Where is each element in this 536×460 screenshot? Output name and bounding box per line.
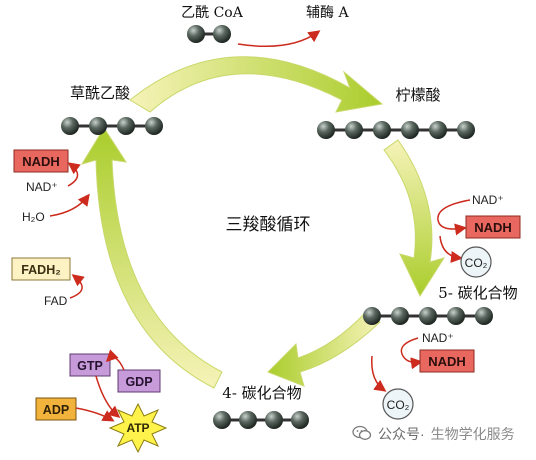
watermark: 公众号· 生物学化服务 xyxy=(352,424,515,444)
nadh-text-1: NADH xyxy=(474,220,512,235)
citrate-bead xyxy=(373,121,391,139)
citrate-bead xyxy=(429,121,447,139)
acetyl-bead xyxy=(213,25,231,43)
nad-plus-label-3: NAD⁺ xyxy=(26,180,58,194)
co2-arrow-2 xyxy=(371,355,387,392)
acetyl-coa-molecule xyxy=(187,25,231,43)
co2-bubble-1 xyxy=(460,246,492,278)
citrate-bead xyxy=(317,121,335,139)
co2-text-1: CO₂ xyxy=(465,256,488,270)
nad-plus-label-2: NAD⁺ xyxy=(422,331,454,345)
fad-label: FAD xyxy=(44,294,68,308)
nadh-box-1 xyxy=(465,215,521,239)
atp-text: ATP xyxy=(126,421,149,435)
coenzyme-a-label: 辅酶 A xyxy=(306,5,349,21)
adp-box xyxy=(35,397,77,421)
nad-plus-label-1: NAD⁺ xyxy=(472,193,504,207)
gtp-text: GTP xyxy=(77,359,103,373)
citrate-bead xyxy=(401,121,419,139)
four-carbon-bead xyxy=(213,411,231,429)
nad-arrow-1 xyxy=(437,199,471,236)
watermark-account: 公众号· xyxy=(378,426,425,442)
h2o-arrow xyxy=(49,193,90,217)
co2-text-2: CO₂ xyxy=(387,398,410,412)
oxaloacetate-bead xyxy=(61,117,79,135)
wechat-icon xyxy=(352,425,372,444)
cycle-title: 三羧酸循环 xyxy=(226,215,311,235)
four-carbon-bead xyxy=(239,411,257,429)
four-carbon-label: 4- 碳化合物 xyxy=(222,384,301,402)
watermark-brand: 生物学化服务 xyxy=(430,426,515,442)
fadh2-text: FADH₂ xyxy=(21,263,61,277)
adp-text: ADP xyxy=(43,403,69,417)
five-carbon-bead xyxy=(391,307,409,325)
atp-star xyxy=(108,402,168,454)
fad-arrow xyxy=(69,274,85,299)
gtp-box xyxy=(69,353,111,377)
nad-arrow-2 xyxy=(400,337,423,370)
oxaloacetate-molecule xyxy=(61,117,163,135)
coenzyme-a-arrow xyxy=(237,30,321,48)
nadh-box-3 xyxy=(13,149,69,173)
five-carbon-bead xyxy=(447,307,465,325)
four-carbon-bead xyxy=(291,411,309,429)
h2o-label: H₂O xyxy=(22,210,45,224)
oxaloacetate-bead xyxy=(89,117,107,135)
co2-arrow-1 xyxy=(439,235,463,263)
co2-bubble-2 xyxy=(382,388,414,420)
citrate-label: 柠檬酸 xyxy=(395,86,440,104)
gdp-to-gtp-arrow xyxy=(105,349,125,371)
oxaloacetate-bead xyxy=(145,117,163,135)
cycle-arrow-right xyxy=(383,139,446,298)
four-carbon-molecule xyxy=(213,411,309,429)
citrate-bead xyxy=(345,121,363,139)
five-carbon-bead xyxy=(419,307,437,325)
five-carbon-bead xyxy=(363,307,381,325)
five-carbon-label: 5- 碳化合物 xyxy=(438,284,517,302)
nad-arrow-3 xyxy=(67,162,81,187)
cycle-arrow-bottom xyxy=(267,311,381,387)
five-carbon-bead xyxy=(475,307,493,325)
five-carbon-molecule xyxy=(363,307,493,325)
cycle-arrows xyxy=(80,56,446,389)
cycle-arrow-top xyxy=(129,56,384,113)
oxaloacetate-label: 草酰乙酸 xyxy=(70,84,130,102)
citrate-bead xyxy=(457,121,475,139)
nadh-box-2 xyxy=(419,349,475,373)
adp-to-atp-arrow xyxy=(75,407,115,422)
nadh-text-3: NADH xyxy=(22,154,60,169)
gtp-to-gdp-arrow xyxy=(95,375,121,418)
citrate-molecule xyxy=(317,121,475,139)
oxaloacetate-bead xyxy=(117,117,135,135)
acetyl-bead xyxy=(187,25,205,43)
gdp-text: GDP xyxy=(125,375,152,389)
acetyl-coa-label: 乙酰 CoA xyxy=(181,5,244,21)
nadh-text-2: NADH xyxy=(428,354,466,369)
gdp-box xyxy=(117,369,161,393)
fadh2-box xyxy=(11,257,71,281)
four-carbon-bead xyxy=(265,411,283,429)
cycle-arrow-left xyxy=(80,127,223,389)
